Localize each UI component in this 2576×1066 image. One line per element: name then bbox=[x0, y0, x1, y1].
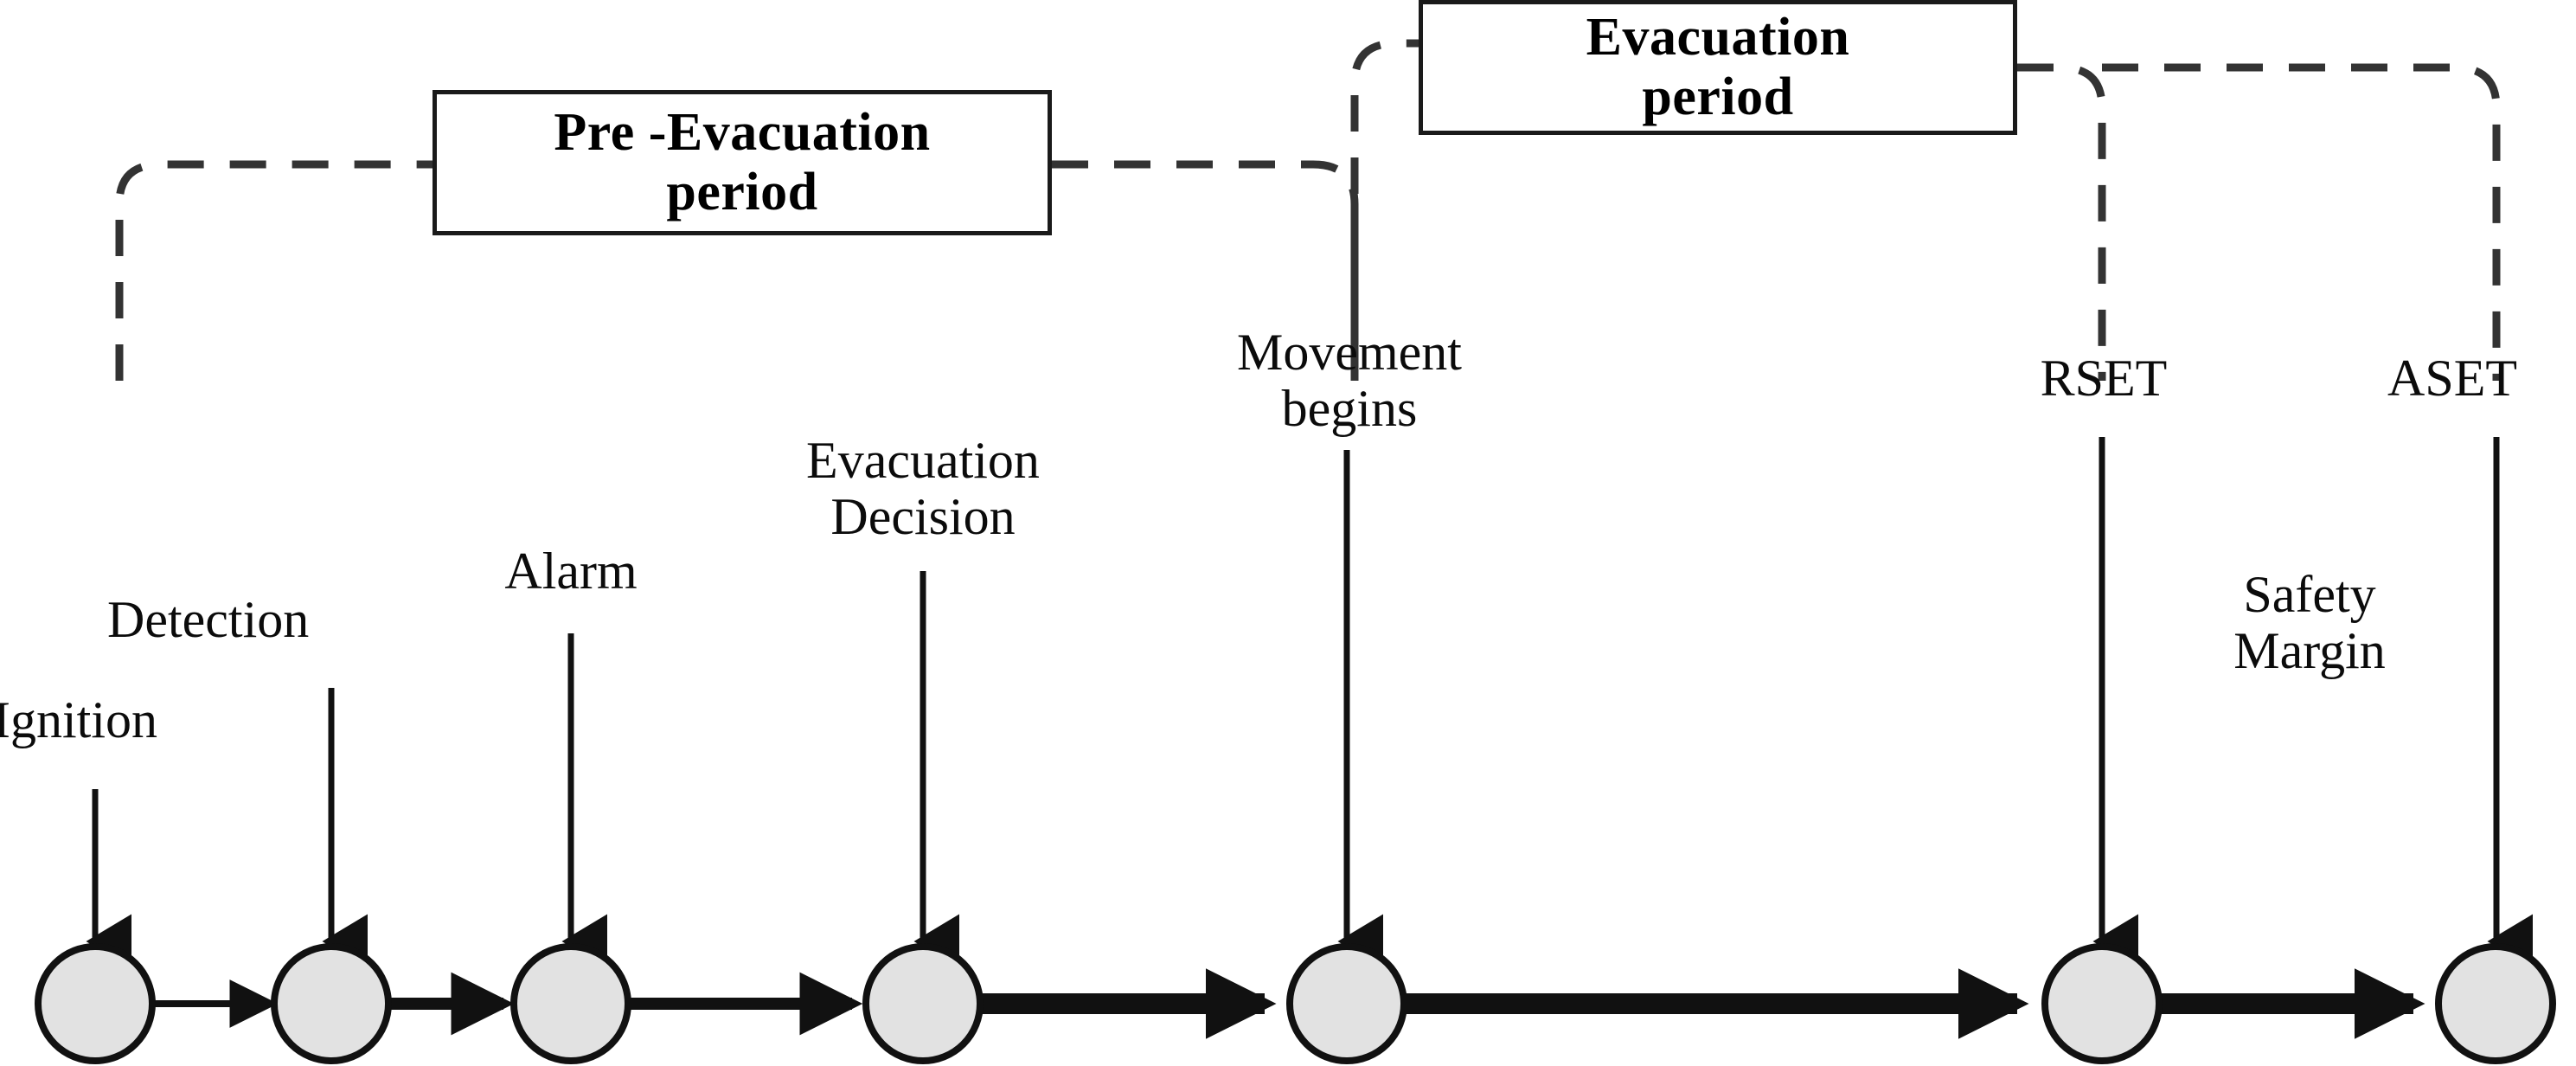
timeline-node-movement-begins[interactable] bbox=[1286, 943, 1407, 1064]
pre-evacuation-bracket bbox=[115, 160, 1359, 381]
timeline-node-evacuation-decision[interactable] bbox=[862, 943, 984, 1064]
event-label-safety-margin: Safety Margin bbox=[2233, 566, 2386, 679]
event-label-movement-begins: Movement begins bbox=[1237, 324, 1462, 437]
pre-evacuation-period-box: Pre -Evacuation period bbox=[433, 90, 1052, 235]
pre-evacuation-period-line1: Pre -Evacuation bbox=[554, 102, 931, 162]
event-label-detection: Detection bbox=[107, 592, 310, 648]
evacuation-period-line1: Evacuation bbox=[1586, 7, 1850, 67]
timeline-nodes bbox=[35, 943, 2556, 1064]
evacuation-bracket bbox=[1350, 39, 2501, 381]
event-label-rset: RSET bbox=[2040, 350, 2168, 407]
timeline-node-alarm[interactable] bbox=[510, 943, 631, 1064]
event-pointer-arrows bbox=[86, 437, 2533, 969]
evacuation-period-box: Evacuation period bbox=[1419, 0, 2017, 135]
event-label-ignition: Ignition bbox=[0, 691, 157, 748]
event-label-aset: ASET bbox=[2387, 350, 2517, 407]
timeline-node-rset[interactable] bbox=[2041, 943, 2163, 1064]
evacuation-period-line2: period bbox=[1642, 67, 1794, 126]
event-label-alarm: Alarm bbox=[504, 543, 638, 600]
timeline-node-detection[interactable] bbox=[271, 943, 392, 1064]
timeline-node-aset[interactable] bbox=[2435, 943, 2556, 1064]
timeline-node-ignition[interactable] bbox=[35, 943, 156, 1064]
pre-evacuation-period-line2: period bbox=[666, 163, 818, 222]
event-label-evacuation-decision: Evacuation Decision bbox=[806, 432, 1040, 545]
